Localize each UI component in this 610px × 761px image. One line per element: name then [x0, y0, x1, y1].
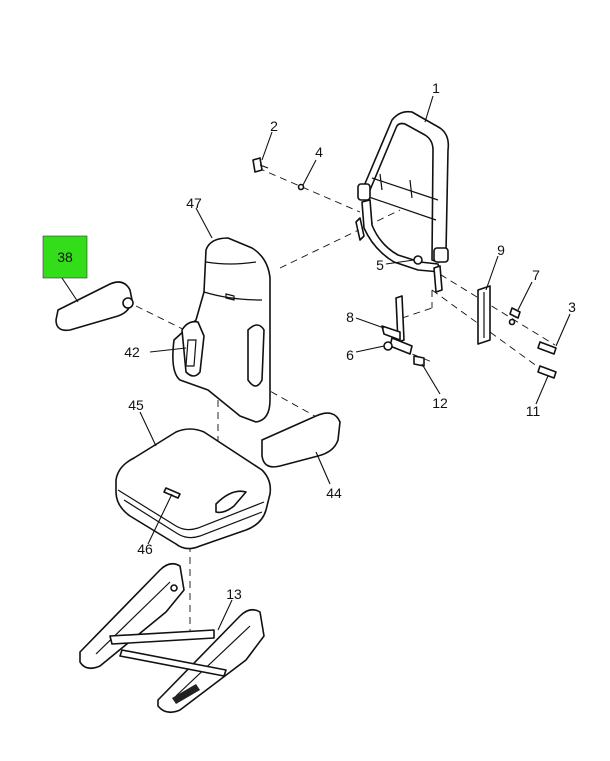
callout-42[interactable]: 42: [124, 344, 140, 360]
bolt-7: [508, 307, 521, 326]
callout-12[interactable]: 12: [432, 395, 448, 411]
callout-38: 38: [57, 249, 73, 265]
nut-5: [413, 255, 423, 265]
callout-8[interactable]: 8: [346, 309, 354, 325]
callout-44[interactable]: 44: [326, 485, 342, 501]
leader-lines: [61, 95, 571, 631]
screw-2: [252, 157, 269, 173]
seat-frame: [79, 562, 265, 714]
callout-5[interactable]: 5: [376, 257, 384, 273]
callout-11[interactable]: 11: [526, 403, 541, 419]
callout-13[interactable]: 13: [226, 586, 242, 602]
callout-47[interactable]: 47: [186, 195, 202, 211]
assembly-lines: [135, 167, 556, 640]
headrest-frame: [355, 110, 450, 293]
callout-6[interactable]: 6: [346, 347, 354, 363]
callout-2[interactable]: 2: [270, 118, 278, 134]
lever-8: [381, 295, 413, 355]
armrest-right: [261, 412, 341, 468]
callout-45[interactable]: 45: [128, 397, 144, 413]
callout-1[interactable]: 1: [432, 80, 440, 96]
washer-4: [297, 183, 305, 191]
bolt-12: [413, 355, 425, 367]
bracket-9: [477, 285, 491, 345]
seat-cushion: [115, 428, 272, 550]
bolt-11: [537, 365, 557, 379]
callout-38-highlight[interactable]: 38: [42, 235, 88, 279]
bolt-3: [537, 341, 557, 355]
callout-3[interactable]: 3: [568, 299, 576, 315]
armrest-left: [55, 281, 134, 332]
nut-6: [383, 341, 393, 351]
seat-back: [172, 237, 271, 423]
callout-9[interactable]: 9: [497, 242, 505, 258]
callout-4[interactable]: 4: [315, 144, 323, 160]
callout-7[interactable]: 7: [532, 267, 540, 283]
callout-labels: 1 2 3 4 5 6 7 8 9 11 12 13 42 44 45 46 4…: [124, 80, 576, 602]
callout-46[interactable]: 46: [137, 541, 153, 557]
